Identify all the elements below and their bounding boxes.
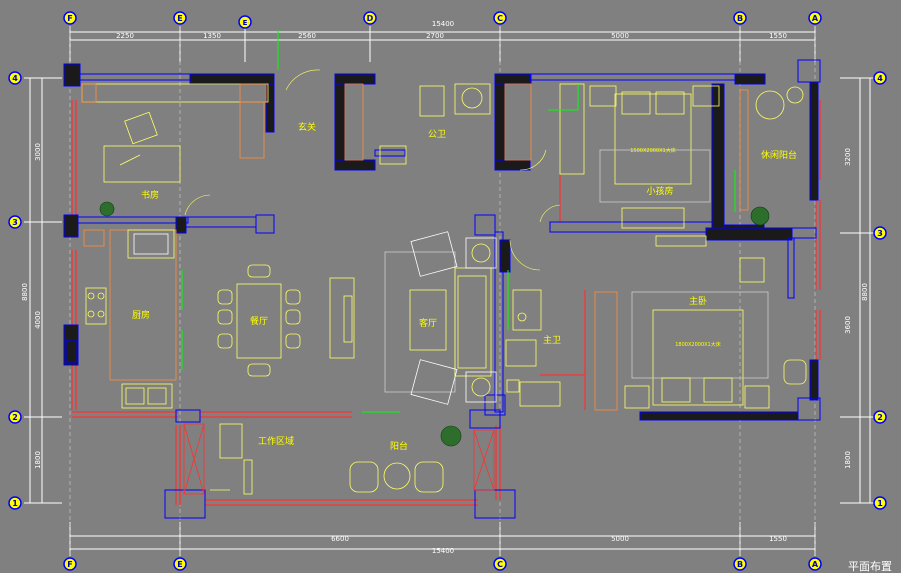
svg-text:F: F: [67, 560, 72, 569]
grid-marker-right-3: 2: [873, 410, 887, 424]
svg-text:1: 1: [877, 499, 883, 508]
svg-text:E: E: [177, 560, 182, 569]
svg-text:1: 1: [12, 499, 18, 508]
dim-top-6: 1550: [769, 32, 787, 40]
dim-top-4: 2700: [426, 32, 444, 40]
furniture: [81, 83, 807, 495]
grid-marker-right-2: 3: [873, 226, 887, 240]
grid-marker-right-4: 1: [873, 496, 887, 510]
dim-right-3: 1800: [844, 451, 852, 469]
dim-top-1: 2250: [116, 32, 134, 40]
svg-text:A: A: [812, 560, 819, 569]
dim-bottom-3: 1550: [769, 535, 787, 543]
dim-left-total: 8800: [21, 283, 29, 301]
label-kitchen: 厨房: [132, 309, 150, 321]
grid-marker-left-1: 4: [8, 71, 22, 85]
dim-top-3: 2560: [298, 32, 316, 40]
dim-bottom-1: 6600: [331, 535, 349, 543]
plant-study: [99, 201, 115, 217]
svg-text:A: A: [812, 14, 819, 23]
grid-marker-left-4: 1: [8, 496, 22, 510]
svg-text:E: E: [243, 19, 248, 27]
svg-text:C: C: [497, 560, 503, 569]
grid-marker-top-1: F: [63, 11, 77, 25]
dim-top-total: 15400: [432, 20, 454, 28]
walls: [63, 59, 821, 519]
svg-text:D: D: [367, 14, 374, 23]
svg-text:F: F: [67, 14, 72, 23]
dim-top-2: 1350: [203, 32, 221, 40]
door-swings: [184, 69, 561, 271]
grid-marker-top-7: A: [808, 11, 822, 25]
room-labels: 书房 玄关 公卫 小孩房 休闲阳台 厨房 餐厅 客厅 主卫 主卧 工作区域 阳台: [132, 121, 797, 452]
label-living: 客厅: [419, 317, 437, 329]
svg-text:E: E: [177, 14, 182, 23]
grid-marker-bottom-1: F: [63, 557, 77, 571]
plant-kids: [750, 206, 770, 226]
label-kids-bed: 1500X2000X1大床: [630, 147, 675, 154]
dim-right-1: 3200: [844, 148, 852, 166]
dim-left-2: 4000: [34, 311, 42, 329]
svg-text:B: B: [737, 14, 743, 23]
bed-labels: 1500X2000X1大床 1800X2000X1大床: [630, 147, 720, 348]
grid-marker-top-2: E: [173, 11, 187, 25]
grid-marker-top-6: B: [733, 11, 747, 25]
grid-markers: F E E D C B A F E C B A 4 3 2 1 4 3 2 1: [8, 11, 887, 571]
dim-top-5: 5000: [611, 32, 629, 40]
label-study: 书房: [141, 189, 159, 201]
grid-marker-top-3: E: [238, 15, 252, 29]
label-kids-room: 小孩房: [646, 185, 673, 197]
svg-text:3: 3: [877, 229, 883, 238]
label-work-area: 工作区域: [258, 435, 294, 447]
dim-bottom-total: 15400: [432, 547, 454, 555]
grid-marker-top-4: D: [363, 11, 377, 25]
windows: [71, 100, 821, 506]
svg-text:2: 2: [877, 413, 883, 422]
label-balcony: 阳台: [390, 440, 408, 452]
label-leisure-balcony: 休闲阳台: [761, 149, 797, 161]
grid-marker-bottom-4: B: [733, 557, 747, 571]
svg-text:2: 2: [12, 413, 18, 422]
dimension-text: 2250 1350 2560 2700 5000 1550 15400 6600…: [21, 20, 869, 555]
grid-marker-top-5: C: [493, 11, 507, 25]
dim-right-2: 3600: [844, 316, 852, 334]
grid-marker-right-1: 4: [873, 71, 887, 85]
svg-text:C: C: [497, 14, 503, 23]
label-master-bath: 主卫: [543, 334, 561, 346]
dim-left-3: 1800: [34, 451, 42, 469]
label-dining: 餐厅: [250, 315, 268, 327]
label-entrance: 玄关: [298, 121, 316, 133]
dim-bottom-2: 5000: [611, 535, 629, 543]
dim-right-total: 8800: [861, 283, 869, 301]
grid-marker-left-3: 2: [8, 410, 22, 424]
dim-left-1: 3000: [34, 143, 42, 161]
label-master-bedroom: 主卧: [689, 295, 707, 307]
svg-text:4: 4: [12, 74, 18, 83]
label-master-bed: 1800X2000X1大床: [675, 341, 720, 348]
grid-marker-bottom-3: C: [493, 557, 507, 571]
plants: [99, 201, 770, 447]
grid-marker-bottom-2: E: [173, 557, 187, 571]
drawing-title: 平面布置: [848, 560, 892, 573]
svg-text:3: 3: [12, 218, 18, 227]
glass-lines: [181, 30, 736, 413]
plant-balcony: [440, 425, 462, 447]
grid-marker-left-2: 3: [8, 215, 22, 229]
grid-marker-bottom-5: A: [808, 557, 822, 571]
label-public-bath: 公卫: [428, 129, 446, 140]
svg-text:4: 4: [877, 74, 883, 83]
svg-text:B: B: [737, 560, 743, 569]
